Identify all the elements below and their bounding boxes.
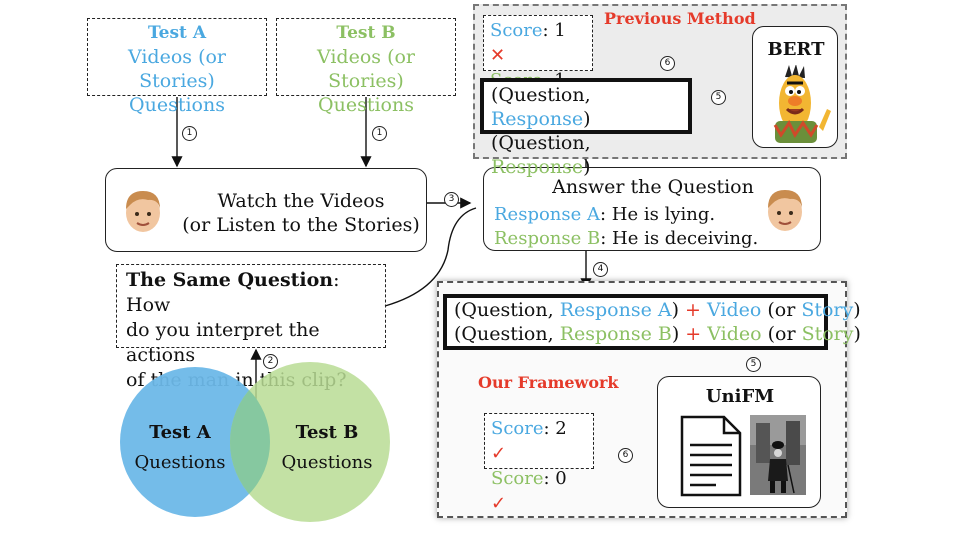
unifm-box: UniFM xyxy=(657,376,821,508)
previous-pair-box: (Question, Response) (Question, Response… xyxy=(480,78,692,178)
test-a-box: Test A Videos (or Stories) Questions xyxy=(87,18,267,116)
fw-row-a-story: Story xyxy=(801,299,854,321)
question-bold: The Same Question xyxy=(126,269,334,291)
ours-score-b-label: Score xyxy=(491,468,544,489)
response-b-label: Response B xyxy=(494,228,601,249)
step-2-marker: 2 xyxy=(263,354,278,369)
fw-row-b-paren-open: (or xyxy=(761,323,802,345)
cross-icon: ✕ xyxy=(490,45,506,66)
test-b-box: Test B Videos (or Stories) Questions xyxy=(276,18,456,116)
step-1-marker-a: 1 xyxy=(182,126,197,141)
prev-pair-b-open: (Question, xyxy=(491,132,591,154)
venn-diagram xyxy=(120,362,390,522)
movie-still-icon xyxy=(750,415,806,495)
person-icon xyxy=(768,190,802,231)
prev-pair-a-close: ) xyxy=(583,108,591,130)
watch-line1: Watch the Videos xyxy=(217,190,385,212)
venn-b-sub: Questions xyxy=(281,452,373,473)
response-a-text: : He is lying. xyxy=(600,204,716,225)
step-6-marker-ours: 6 xyxy=(618,448,633,463)
fw-row-b-plus: + xyxy=(679,323,708,345)
fw-row-b-open: (Question, xyxy=(454,323,560,345)
fw-row-a-paren-open: (or xyxy=(761,299,802,321)
bert-label: BERT xyxy=(767,39,825,60)
step-5-marker-ours: 5 xyxy=(746,357,761,372)
ours-score-a-value: : 2 xyxy=(543,418,567,439)
fw-row-a-video: Video xyxy=(707,299,762,321)
our-framework-title: Our Framework xyxy=(478,373,619,392)
test-a-title: Test A xyxy=(147,23,207,43)
ours-score-box: Score: 2 ✓ Score: 0 ✓ xyxy=(484,413,594,514)
fw-row-a-paren-close: ) xyxy=(853,299,861,321)
fw-row-b-close: ) xyxy=(671,323,680,345)
check-icon: ✓ xyxy=(491,493,507,514)
answer-box: Answer the Question Response A: He is ly… xyxy=(483,167,821,251)
venn-a-sub: Questions xyxy=(134,452,226,473)
test-a-line1: Videos (or Stories) xyxy=(127,46,227,92)
fw-row-a-open: (Question, xyxy=(454,299,560,321)
prev-pair-b-close: ) xyxy=(583,156,591,178)
prev-score-a-label: Score xyxy=(490,20,543,41)
document-icon xyxy=(680,415,742,497)
fw-row-b-resp: Response B xyxy=(559,323,672,345)
prev-pair-a-open: (Question, xyxy=(491,84,591,106)
question-line2: do you interpret the actions xyxy=(126,319,320,366)
step-4-marker-down: 4 xyxy=(593,262,608,277)
venn-b-title: Test B xyxy=(295,422,359,443)
fw-row-a-resp: Response A xyxy=(559,299,672,321)
step-3-marker: 3 xyxy=(444,192,459,207)
prev-score-a-value: : 1 xyxy=(542,20,566,41)
venn-a-title: Test A xyxy=(149,422,211,443)
test-b-line2: Questions xyxy=(318,94,414,116)
question-rest1: : How xyxy=(126,269,340,316)
test-a-line2: Questions xyxy=(129,94,225,116)
prev-pair-b-resp: Response xyxy=(491,156,584,178)
ours-score-b-value: : 0 xyxy=(543,468,567,489)
test-b-line1: Videos (or Stories) xyxy=(316,46,416,92)
watch-line2: (or Listen to the Stories) xyxy=(182,214,420,236)
test-b-title: Test B xyxy=(336,23,396,43)
fw-row-a-close: ) xyxy=(671,299,680,321)
check-icon: ✓ xyxy=(491,443,507,464)
response-b-text: : He is deceiving. xyxy=(600,228,759,249)
ours-score-a-label: Score xyxy=(491,418,544,439)
prev-pair-a-resp: Response xyxy=(491,108,584,130)
unifm-label: UniFM xyxy=(705,386,775,407)
framework-input-box: (Question, Response A) + Video (or Story… xyxy=(443,294,861,350)
fw-row-a-plus: + xyxy=(679,299,708,321)
fw-row-b-paren-close: ) xyxy=(853,323,861,345)
same-question-box: The Same Question: How do you interpret … xyxy=(116,264,386,391)
previous-score-box: Score: 1 ✕ Score: 1 ✕ xyxy=(483,15,593,116)
watch-box: Watch the Videos (or Listen to the Stori… xyxy=(105,168,427,252)
step-6-marker-prev: 6 xyxy=(660,56,675,71)
step-1-marker-b: 1 xyxy=(372,126,387,141)
fw-row-b-story: Story xyxy=(801,323,854,345)
bert-character-icon xyxy=(773,65,831,143)
response-a-label: Response A xyxy=(494,204,601,225)
fw-row-b-video: Video xyxy=(707,323,762,345)
step-5-marker-prev: 5 xyxy=(711,90,726,105)
answer-title: Answer the Question xyxy=(552,176,754,198)
bert-box: BERT xyxy=(752,26,838,148)
previous-method-title: Previous Method xyxy=(604,9,756,28)
person-icon xyxy=(126,191,160,232)
